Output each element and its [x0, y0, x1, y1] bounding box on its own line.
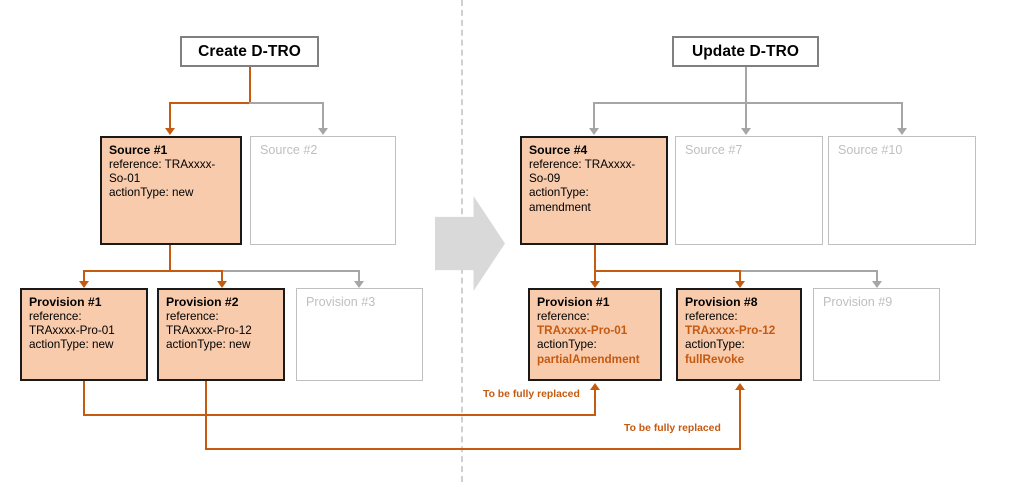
update-provision-bus-left [594, 270, 740, 272]
replace-link-2-end-stem [739, 390, 741, 449]
update-arrowhead-source7 [741, 128, 751, 135]
update-title-stem [745, 67, 747, 103]
update-drop-provision8 [739, 270, 741, 282]
update-provision-bus-right [740, 270, 877, 272]
node-create-provision-2-title: Provision #2 [166, 295, 239, 309]
create-arrowhead-provision2 [217, 281, 227, 288]
update-drop-source10 [901, 102, 903, 129]
update-drop-provision9 [876, 270, 878, 282]
create-drop-provision3 [358, 270, 360, 282]
create-provision-bus-right [221, 270, 360, 272]
node-source-10[interactable]: Source #10 [828, 136, 976, 245]
update-arrowhead-provision8 [735, 281, 745, 288]
node-update-provision-1-action-label: actionType: [537, 338, 597, 352]
update-arrowhead-source10 [897, 128, 907, 135]
node-update-provision-8-title: Provision #8 [685, 295, 758, 309]
node-create-provision-3-title: Provision #3 [306, 295, 376, 309]
node-create-provision-2-reference-value: TRAxxxx-Pro-12 [166, 324, 252, 338]
node-create-provision-2-action: actionType: new [166, 338, 251, 352]
node-source-4-reference-line2: So-09 [529, 172, 561, 186]
replace-link-2-horizontal [205, 448, 741, 450]
node-update-provision-8-reference-value: TRAxxxx-Pro-12 [685, 324, 776, 338]
update-source4-stem [594, 245, 596, 271]
update-arrowhead-provision1 [590, 281, 600, 288]
node-source-4-action-value: amendment [529, 200, 591, 214]
create-provision-bus-mid [169, 270, 221, 272]
node-create-provision-2[interactable]: Provision #2 reference: TRAxxxx-Pro-12 a… [157, 288, 285, 381]
node-source-2-title: Source #2 [260, 143, 318, 157]
update-dtro-title-label: Update D-TRO [691, 42, 800, 60]
replace-link-2-label: To be fully replaced [622, 423, 723, 434]
replace-link-2-start-stem [205, 381, 207, 449]
node-update-provision-1-reference-value: TRAxxxx-Pro-01 [537, 324, 628, 338]
replace-link-1-label: To be fully replaced [481, 389, 582, 400]
update-drop-provision1 [594, 270, 596, 282]
create-dtro-title-box: Create D-TRO [180, 36, 319, 67]
node-update-provision-1[interactable]: Provision #1 reference: TRAxxxx-Pro-01 a… [528, 288, 662, 381]
create-title-bus-left [169, 102, 251, 104]
node-update-provision-1-title: Provision #1 [537, 295, 610, 309]
create-arrowhead-provision1 [79, 281, 89, 288]
node-create-provision-1-action: actionType: new [29, 338, 114, 352]
create-provision-bus-left [83, 270, 171, 272]
create-title-bus-right [249, 102, 324, 104]
node-source-4-title: Source #4 [529, 143, 588, 157]
create-dtro-title-label: Create D-TRO [198, 42, 301, 60]
create-drop-source2 [322, 102, 324, 129]
node-source-4[interactable]: Source #4 reference: TRAxxxx- So-09 acti… [520, 136, 668, 245]
update-title-bus [593, 102, 903, 104]
node-source-7[interactable]: Source #7 [675, 136, 823, 245]
node-update-provision-9[interactable]: Provision #9 [813, 288, 940, 381]
update-drop-source4 [593, 102, 595, 129]
replace-link-1-arrowhead [590, 383, 600, 390]
node-source-1[interactable]: Source #1 reference: TRAxxxx- So-01 acti… [100, 136, 242, 245]
update-drop-source7 [745, 102, 747, 129]
node-source-7-title: Source #7 [685, 143, 743, 157]
node-create-provision-1-reference-label: reference: [29, 309, 82, 323]
create-drop-source1 [169, 102, 171, 129]
node-create-provision-1-reference-value: TRAxxxx-Pro-01 [29, 324, 115, 338]
replace-link-1-end-stem [594, 390, 596, 415]
node-create-provision-2-reference-label: reference: [166, 309, 219, 323]
node-source-2[interactable]: Source #2 [250, 136, 396, 245]
create-source1-stem [169, 245, 171, 271]
node-update-provision-8[interactable]: Provision #8 reference: TRAxxxx-Pro-12 a… [676, 288, 802, 381]
update-arrowhead-provision9 [872, 281, 882, 288]
node-source-10-title: Source #10 [838, 143, 903, 157]
node-update-provision-9-title: Provision #9 [823, 295, 893, 309]
node-source-1-action: actionType: new [109, 186, 194, 200]
node-source-1-reference-line1: reference: TRAxxxx- [109, 157, 216, 171]
replace-link-1-horizontal [83, 414, 596, 416]
create-drop-provision1 [83, 270, 85, 282]
transition-arrow-icon [435, 196, 505, 291]
node-source-4-action-label: actionType: [529, 186, 589, 200]
node-update-provision-8-action-label: actionType: [685, 338, 745, 352]
node-create-provision-1[interactable]: Provision #1 reference: TRAxxxx-Pro-01 a… [20, 288, 148, 381]
node-source-4-reference-line1: reference: TRAxxxx- [529, 157, 636, 171]
create-arrowhead-source2 [318, 128, 328, 135]
node-update-provision-8-reference-label: reference: [685, 309, 738, 323]
replace-link-2-arrowhead [735, 383, 745, 390]
node-update-provision-1-action-value: partialAmendment [537, 352, 640, 366]
node-create-provision-1-title: Provision #1 [29, 295, 102, 309]
replace-link-1-start-stem [83, 381, 85, 415]
create-arrowhead-source1 [165, 128, 175, 135]
update-dtro-title-box: Update D-TRO [672, 36, 819, 67]
node-source-1-title: Source #1 [109, 143, 168, 157]
node-update-provision-8-action-value: fullRevoke [685, 352, 745, 366]
node-source-1-reference-line2: So-01 [109, 172, 141, 186]
node-update-provision-1-reference-label: reference: [537, 309, 590, 323]
node-create-provision-3[interactable]: Provision #3 [296, 288, 423, 381]
create-title-stem [249, 67, 251, 103]
update-arrowhead-source4 [589, 128, 599, 135]
create-drop-provision2 [221, 270, 223, 282]
create-arrowhead-provision3 [354, 281, 364, 288]
